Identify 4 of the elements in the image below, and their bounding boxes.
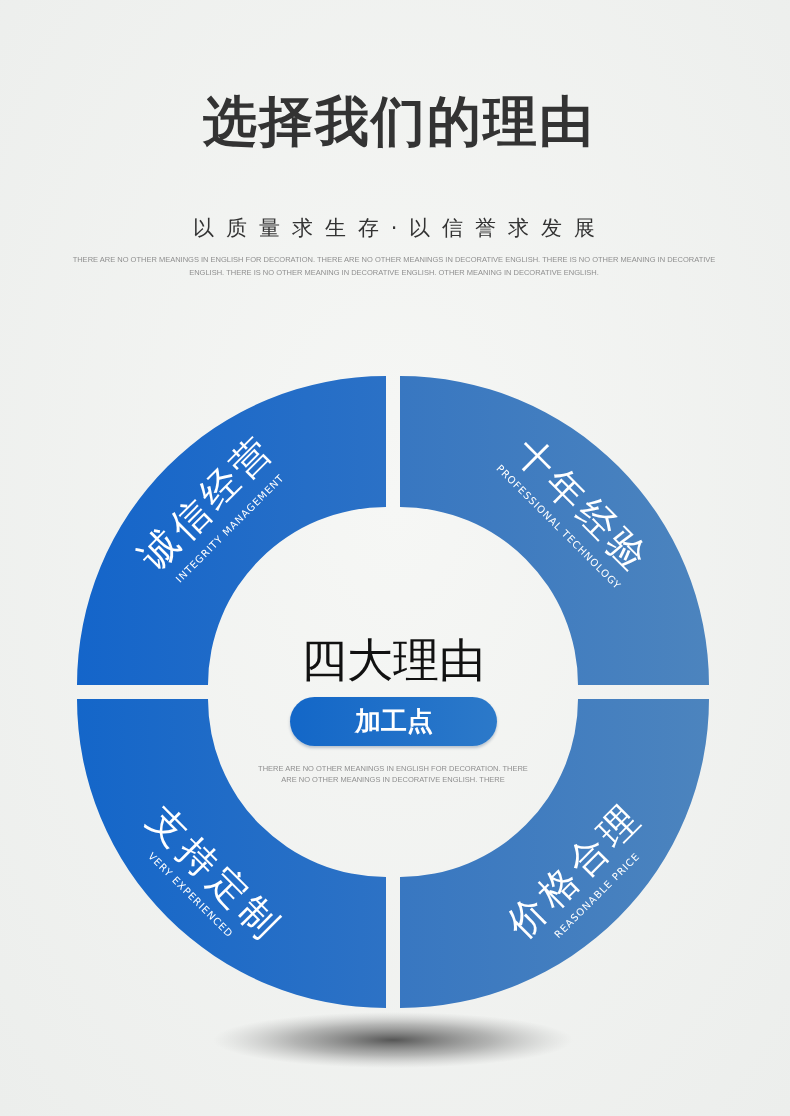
page-title: 选择我们的理由 — [202, 91, 595, 153]
slogan-text: 以质量求生存·以信誉求发展 — [191, 216, 608, 240]
highlight-tag: 加工点 — [290, 697, 497, 746]
center-heading: 四大理由 — [301, 633, 485, 687]
